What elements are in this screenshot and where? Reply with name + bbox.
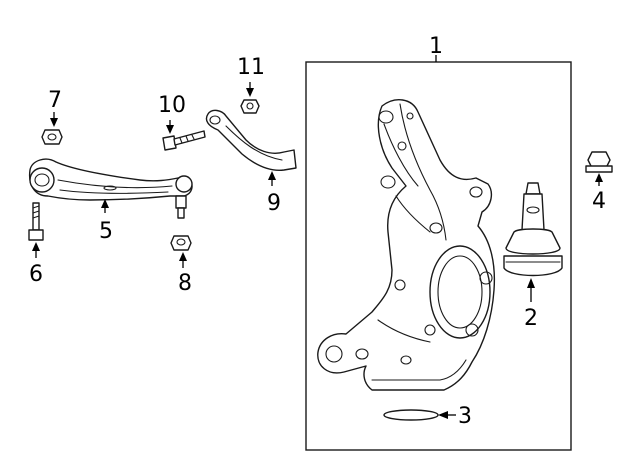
callout-3-arrow	[438, 411, 448, 419]
callout-9-arrow	[268, 171, 276, 180]
callout-1: 1	[429, 34, 443, 59]
callout-9: 9	[267, 191, 281, 216]
callout-5: 5	[99, 219, 113, 244]
bolt-10	[162, 130, 206, 151]
callout-7: 7	[48, 88, 62, 113]
lower-control-arm	[28, 158, 193, 219]
callout-7-arrow	[50, 118, 58, 127]
nut-7	[41, 129, 63, 145]
ball-joint	[503, 182, 563, 277]
callout-10: 10	[158, 93, 186, 118]
callout-6-arrow	[32, 242, 40, 251]
callout-2: 2	[524, 306, 538, 331]
callout-11: 11	[237, 55, 265, 80]
steering-knuckle	[317, 99, 496, 391]
callout-11-arrow	[246, 88, 254, 97]
callout-8: 8	[178, 271, 192, 296]
callout-6: 6	[29, 262, 43, 287]
callout-2-arrow	[527, 278, 535, 288]
callout-4-arrow	[595, 173, 603, 182]
bolt-6	[28, 202, 44, 241]
callout-4: 4	[592, 189, 606, 214]
flange-nut-4	[585, 151, 613, 173]
knuckle-assembly-frame	[305, 61, 572, 451]
callout-3: 3	[458, 404, 472, 429]
callout-5-arrow	[101, 199, 109, 208]
callout-8-arrow	[179, 252, 187, 261]
trailing-link	[205, 109, 297, 171]
nut-11	[240, 99, 260, 114]
callout-10-arrow	[166, 125, 174, 134]
nut-8	[170, 235, 192, 251]
retaining-ring	[383, 409, 439, 421]
